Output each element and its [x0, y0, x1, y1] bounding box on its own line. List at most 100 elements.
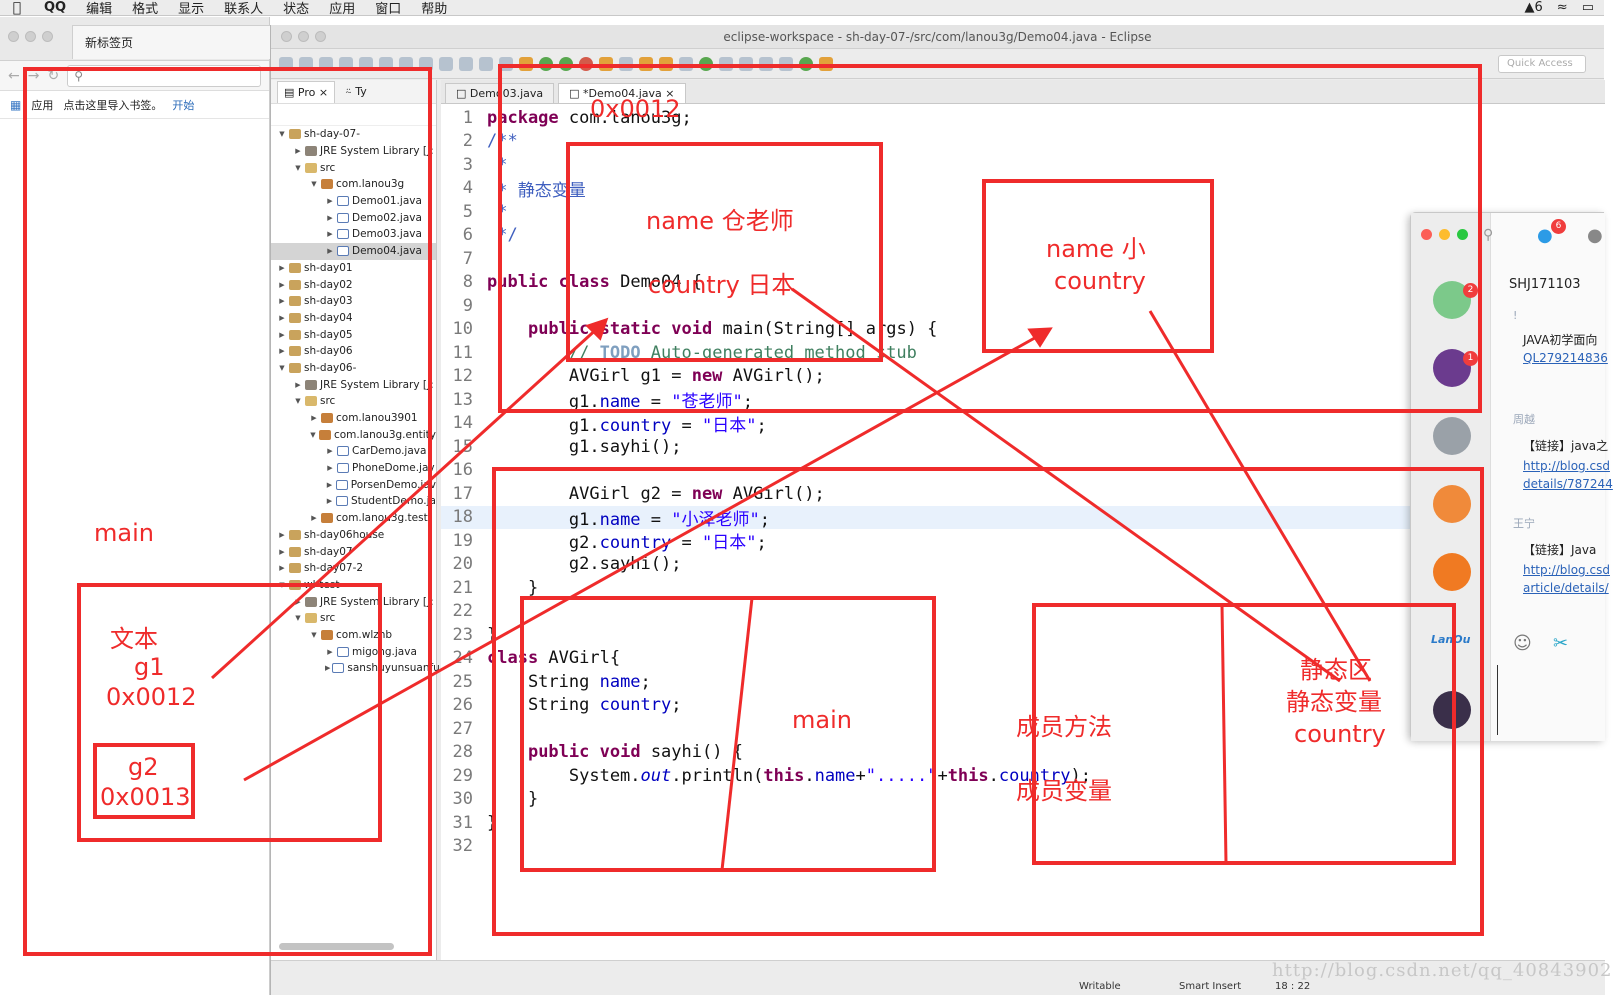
tree-item[interactable]: ▼com.lanou3g [271, 176, 436, 193]
chat-link[interactable]: http://blog.csd [1523, 563, 1610, 577]
chevron-right-icon[interactable]: ▶ [295, 597, 301, 606]
chevron-down-icon[interactable]: ▼ [295, 397, 301, 406]
tree-item[interactable]: ▶sh-day06house [271, 527, 436, 544]
back-icon[interactable] [759, 56, 773, 71]
bookmark-start-link[interactable]: 开始 [172, 98, 195, 112]
code-line[interactable]: 9 [441, 294, 1605, 318]
tree-item[interactable]: ▶JRE System Library [J: [271, 143, 436, 160]
menu-edit[interactable]: 编辑 [86, 2, 113, 17]
save-all-icon[interactable] [319, 56, 333, 71]
tree-item[interactable]: ▶StudentDemo.ja [271, 493, 436, 510]
chevron-down-icon[interactable]: ▼ [279, 363, 285, 372]
chevron-right-icon[interactable]: ▶ [327, 197, 333, 206]
tree-item[interactable]: ▶sh-day04 [271, 310, 436, 327]
tree-item[interactable]: ▶sh-day02 [271, 276, 436, 293]
tree-item[interactable]: ▼src [271, 393, 436, 410]
save-icon[interactable] [299, 56, 313, 71]
tree-item[interactable]: ▼sh-day-07- [271, 126, 436, 143]
tree-item[interactable]: ▶Demo01.java [271, 193, 436, 210]
tree-item[interactable]: ▶Demo02.java [271, 209, 436, 226]
chat-input[interactable] [1497, 665, 1605, 735]
close-icon[interactable] [8, 31, 19, 42]
quick-access-input[interactable]: Quick Access [1498, 54, 1586, 73]
chevron-right-icon[interactable]: ▶ [327, 447, 333, 456]
tab-type-hierarchy[interactable]: ⍨ Ty [345, 85, 367, 99]
chevron-right-icon[interactable]: ▶ [279, 297, 285, 306]
chevron-right-icon[interactable]: ▶ [311, 414, 317, 423]
code-line[interactable]: 3 * [441, 153, 1605, 177]
chevron-right-icon[interactable]: ▶ [326, 497, 333, 506]
code-line[interactable]: 31} [441, 811, 1605, 835]
next-annotation-icon[interactable] [699, 56, 713, 71]
message-icon[interactable]: ● [1537, 225, 1553, 246]
step-over-icon[interactable] [479, 56, 493, 71]
tree-item[interactable]: ▶Demo03.java [271, 226, 436, 243]
chevron-down-icon[interactable]: ▼ [311, 630, 317, 639]
avatar[interactable] [1433, 691, 1471, 729]
terminate-icon[interactable] [439, 56, 453, 71]
close-icon[interactable]: × [318, 85, 329, 99]
tree-item[interactable]: ▼sh-day06- [271, 360, 436, 377]
chat-link[interactable]: http://blog.csd [1523, 459, 1610, 473]
open-type-icon[interactable] [599, 56, 613, 71]
wifi-icon[interactable]: ≈ [1556, 0, 1568, 15]
chat-link[interactable]: QL279214836 [1523, 351, 1608, 365]
tree-item[interactable]: ▶com.lanou3g.test [271, 510, 436, 527]
chevron-right-icon[interactable]: ▶ [279, 547, 285, 556]
zoom-icon[interactable] [42, 31, 53, 42]
tree-item[interactable]: ▶sh-day07 [271, 543, 436, 560]
suspend-icon[interactable] [419, 56, 433, 71]
minimize-icon[interactable] [298, 31, 309, 42]
menu-window[interactable]: 窗口 [375, 2, 402, 17]
globe-icon[interactable] [799, 56, 813, 71]
tree-item[interactable]: ▶PhoneDome.jav [271, 460, 436, 477]
tree-item[interactable]: ▶PorsenDemo.jav [271, 476, 436, 493]
search-icon[interactable]: ⚲ [1483, 227, 1494, 243]
tree-item[interactable]: ▶JRE System Library [J: [271, 593, 436, 610]
chevron-right-icon[interactable]: ▶ [326, 480, 333, 489]
run-external-icon[interactable] [579, 56, 593, 71]
code-line[interactable]: 4 * 静态变量 [441, 177, 1605, 201]
apple-icon[interactable]:  [0, 0, 34, 16]
chevron-right-icon[interactable]: ▶ [279, 564, 285, 573]
minimize-icon[interactable] [25, 31, 36, 42]
chevron-down-icon[interactable]: ▼ [279, 580, 285, 589]
tree-item[interactable]: ▼wl-test [271, 577, 436, 594]
minimize-icon[interactable] [1439, 229, 1450, 240]
code-line[interactable]: 32 [441, 835, 1605, 859]
pen-icon[interactable] [679, 56, 693, 71]
menu-app[interactable]: QQ [44, 0, 67, 15]
resume-icon[interactable] [399, 56, 413, 71]
search-icon[interactable] [619, 56, 633, 71]
step-into-icon[interactable] [459, 56, 473, 71]
chevron-right-icon[interactable]: ▶ [311, 514, 317, 523]
chevron-right-icon[interactable]: ▶ [279, 263, 285, 272]
chevron-down-icon[interactable]: ▼ [295, 163, 301, 172]
emoji-icon[interactable]: ☺ [1513, 633, 1532, 654]
tree-item[interactable]: ▼src [271, 610, 436, 627]
prev-annotation-icon[interactable] [719, 56, 733, 71]
avatar[interactable] [1433, 485, 1471, 523]
chevron-right-icon[interactable]: ▶ [327, 230, 333, 239]
menu-apps[interactable]: 应用 [329, 2, 356, 17]
menu-view[interactable]: 显示 [178, 2, 205, 17]
avatar[interactable] [1433, 417, 1471, 455]
chevron-right-icon[interactable]: ▶ [327, 247, 333, 256]
open-folder-icon[interactable] [639, 56, 653, 71]
chat-link[interactable]: article/details/ [1523, 581, 1609, 595]
chevron-right-icon[interactable]: ▶ [279, 280, 285, 289]
browser-tab[interactable]: 新标签页 [72, 25, 272, 59]
chevron-right-icon[interactable]: ▶ [295, 147, 301, 156]
chat-link[interactable]: details/787244 [1523, 477, 1613, 491]
forward-icon[interactable] [779, 56, 793, 71]
chevron-right-icon[interactable]: ▶ [325, 664, 331, 673]
tree-item[interactable]: ▶sh-day03 [271, 293, 436, 310]
tree-item[interactable]: ▶com.lanou3901 [271, 410, 436, 427]
chevron-right-icon[interactable]: ▶ [279, 330, 285, 339]
tree-item[interactable]: ▼com.lanou3g.entity [271, 426, 436, 443]
tree-item[interactable]: ▶sanshuyunsuanfu [271, 660, 440, 677]
new-icon[interactable] [279, 56, 293, 71]
tab-package-explorer[interactable]: ▤ Pro × [277, 80, 336, 103]
pin-icon[interactable] [819, 56, 833, 71]
chevron-down-icon[interactable]: ▼ [295, 614, 301, 623]
